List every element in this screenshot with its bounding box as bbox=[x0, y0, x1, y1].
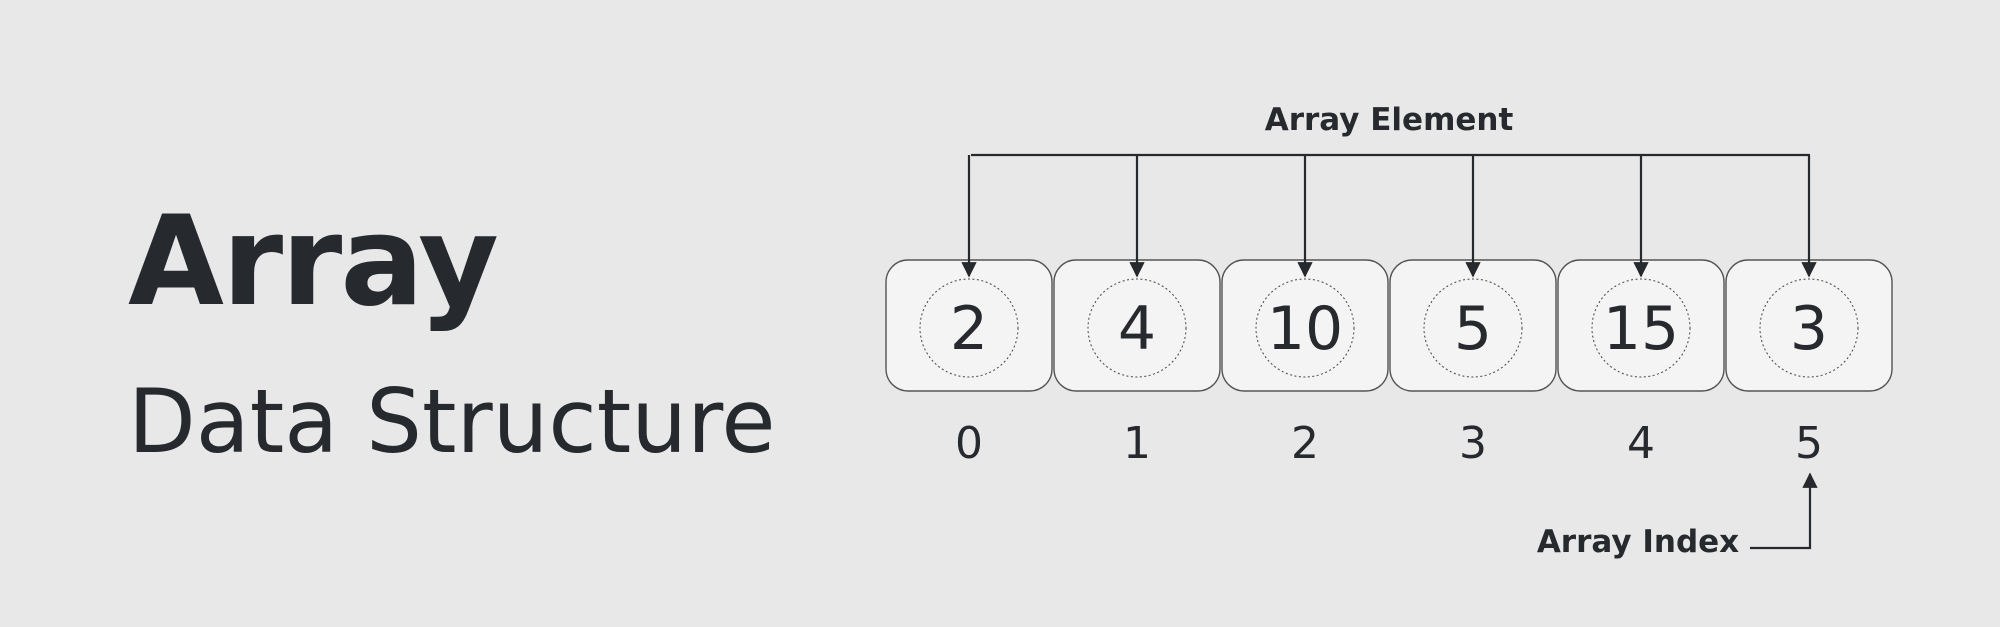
array-cell-circle bbox=[1591, 278, 1691, 378]
array-index-number: 4 bbox=[1627, 418, 1655, 469]
array-cell-value: 3 bbox=[1790, 294, 1828, 364]
index-arrow bbox=[1750, 472, 1818, 550]
title-main: Array bbox=[128, 190, 499, 334]
array-cell-circle bbox=[1423, 278, 1523, 378]
array-index-number: 2 bbox=[1291, 418, 1319, 469]
array-cell-circle bbox=[1759, 278, 1859, 378]
array-cell-circle bbox=[1255, 278, 1355, 378]
array-index-label: Array Index bbox=[1537, 524, 1739, 560]
array-cell-circle bbox=[1087, 278, 1187, 378]
array-cell-value: 10 bbox=[1267, 294, 1343, 364]
array-cell-value: 15 bbox=[1603, 294, 1679, 364]
title-subtitle: Data Structure bbox=[128, 370, 776, 473]
array-element-label: Array Element bbox=[1265, 102, 1514, 138]
array-cells: 2 0 4 1 10 2 5 3 15 4 3 5 bbox=[885, 155, 1893, 469]
array-cell-value: 2 bbox=[950, 294, 988, 364]
array-index-number: 5 bbox=[1795, 418, 1823, 469]
array-cell-circle bbox=[919, 278, 1019, 378]
array-cell-value: 5 bbox=[1454, 294, 1492, 364]
array-index-number: 0 bbox=[955, 418, 983, 469]
array-index-number: 1 bbox=[1123, 418, 1151, 469]
array-index-number: 3 bbox=[1459, 418, 1487, 469]
array-cell-value: 4 bbox=[1118, 294, 1156, 364]
